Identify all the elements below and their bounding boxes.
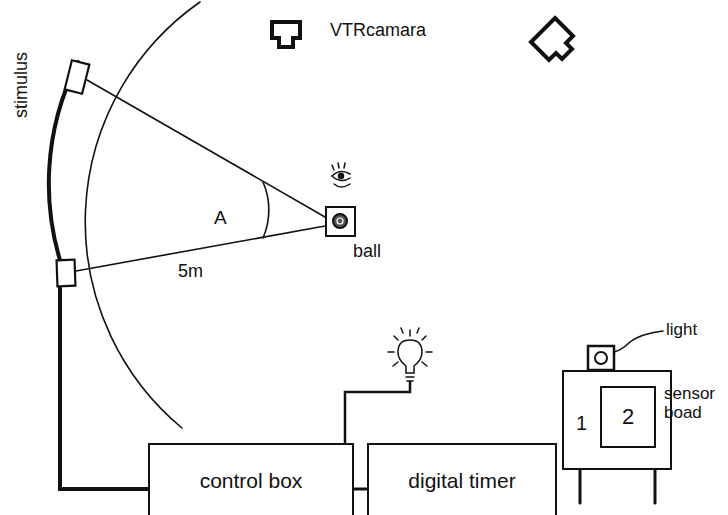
node-text: control box	[200, 469, 303, 493]
sensor-board: 12	[562, 370, 672, 470]
angle-arc	[263, 182, 269, 238]
sensor-pad: 2	[600, 386, 656, 448]
board-leg	[654, 470, 657, 503]
ball-box: ball	[325, 206, 356, 237]
node-text: digital timer	[408, 469, 515, 493]
light-housing	[588, 346, 614, 370]
sensor-board-label: sensor boad	[664, 385, 722, 422]
node-text: 1	[576, 412, 587, 435]
node-text: ball	[353, 241, 381, 262]
stimulus-label: stimulus	[12, 52, 32, 118]
bulb-wire	[345, 382, 410, 444]
node-text: 2	[622, 404, 634, 430]
leader-line	[614, 331, 663, 352]
sight-line	[87, 80, 325, 217]
wire	[60, 278, 150, 489]
stimulus-device	[65, 60, 90, 93]
distance-label: 5m	[178, 262, 203, 282]
digital-timer-box: digital timer	[367, 443, 557, 515]
light-label: light	[666, 321, 697, 340]
angle-label: A	[214, 208, 227, 229]
stimulus-device	[57, 260, 76, 287]
camera-label: VTRcamara	[330, 21, 426, 41]
stimulus-strip	[49, 62, 78, 278]
control-box: control box	[148, 443, 354, 515]
stimulus-arc	[85, 2, 200, 428]
connector-wire	[354, 488, 367, 491]
eye-symbol	[332, 163, 350, 187]
ball-symbol	[333, 214, 347, 228]
light-bulb	[388, 328, 432, 381]
camera-icon	[531, 18, 573, 60]
camera-icon	[272, 22, 300, 47]
board-leg	[579, 470, 582, 503]
